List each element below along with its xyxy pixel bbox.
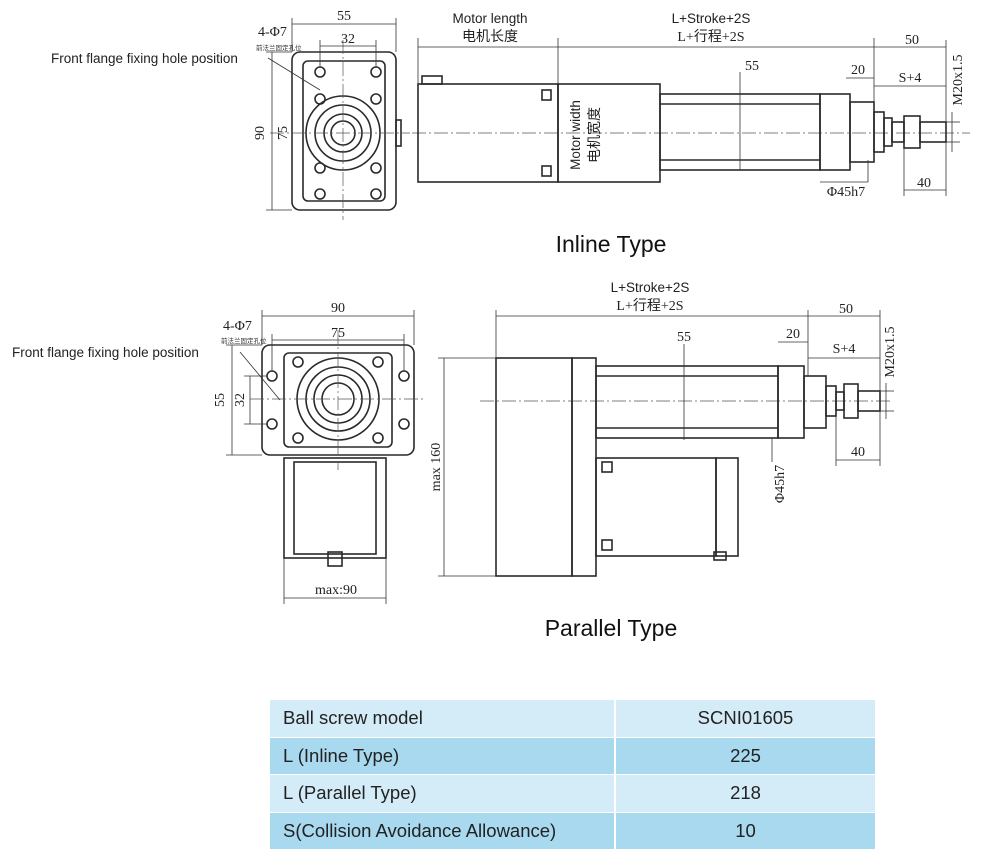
- inline-dim-32: 32: [341, 32, 355, 47]
- table-cell-value: SCNI01605: [615, 700, 875, 738]
- inline-hole-note-cn: 前法兰固定孔位: [256, 43, 302, 52]
- inline-type-title: Inline Type: [556, 231, 667, 257]
- parallel-dim-75: 75: [331, 326, 345, 341]
- inline-dim-55: 55: [337, 9, 351, 24]
- parallel-dim-90: 90: [331, 301, 345, 316]
- parallel-dim-50: 50: [839, 302, 853, 317]
- parallel-hole-note: Front flange fixing hole position: [12, 345, 199, 360]
- parallel-front-view: [226, 310, 425, 604]
- inline-s-plus-4: S+4: [899, 71, 922, 86]
- inline-dim-50: 50: [905, 33, 919, 48]
- parallel-dim-20: 20: [786, 327, 800, 342]
- inline-dim-75: 75: [276, 126, 291, 140]
- parallel-type-title: Parallel Type: [545, 615, 678, 641]
- parallel-dim-rod: 55: [677, 330, 691, 345]
- inline-flange-front-view: [266, 18, 410, 220]
- table-cell-label: S(Collision Avoidance Allowance): [270, 812, 616, 850]
- inline-motor-length: Motor length: [452, 11, 527, 26]
- inline-motor-length-cn: 电机长度: [462, 29, 518, 45]
- inline-thread: M20x1.5: [951, 55, 966, 106]
- table-cell-label: Ball screw model: [270, 700, 616, 738]
- parallel-dim-40: 40: [851, 445, 865, 460]
- table-row: S(Collision Avoidance Allowance) 10: [270, 812, 875, 850]
- parallel-thread: M20x1.5: [883, 327, 898, 378]
- inline-labels: 55 32 4-Φ7 Front flange fixing hole posi…: [51, 9, 966, 257]
- table-cell-value: 10: [615, 812, 875, 850]
- inline-stroke-label: L+Stroke+2S: [672, 11, 751, 26]
- table-cell-label: L (Inline Type): [270, 737, 616, 775]
- parallel-stroke-label: L+Stroke+2S: [611, 280, 690, 295]
- parallel-s-plus-4: S+4: [833, 342, 856, 357]
- inline-hole-spec: 4-Φ7: [258, 25, 287, 40]
- table-row: L (Inline Type) 225: [270, 737, 875, 775]
- parallel-hole-note-cn: 前法兰固定孔位: [221, 336, 267, 345]
- parallel-hole-spec: 4-Φ7: [223, 319, 252, 334]
- parallel-max-90: max:90: [315, 583, 357, 598]
- parallel-stroke-label-cn: L+行程+2S: [616, 298, 683, 314]
- inline-dim-rod: 55: [745, 59, 759, 74]
- inline-dim-90: 90: [253, 126, 268, 140]
- table-cell-value: 218: [615, 774, 875, 813]
- inline-motor-width: Motor width: [568, 100, 583, 170]
- spec-table: Ball screw model SCNI01605 L (Inline Typ…: [270, 700, 875, 850]
- parallel-side-view: [438, 310, 894, 577]
- inline-side-view: [412, 38, 970, 196]
- inline-dim-20: 20: [851, 63, 865, 78]
- table-row: Ball screw model SCNI01605: [270, 700, 875, 738]
- parallel-dim-32: 32: [233, 393, 248, 407]
- table-cell-label: L (Parallel Type): [270, 774, 616, 813]
- parallel-labels: 90 75 4-Φ7 Front flange fixing hole posi…: [12, 280, 898, 641]
- table-row: L (Parallel Type) 218: [270, 774, 875, 813]
- inline-motor-width-cn: 电机宽度: [586, 107, 603, 163]
- inline-hole-note: Front flange fixing hole position: [51, 51, 238, 66]
- inline-dim-40: 40: [917, 176, 931, 191]
- parallel-dim-55: 55: [213, 393, 228, 407]
- technical-drawing: 55 32 4-Φ7 Front flange fixing hole posi…: [12, 9, 970, 641]
- inline-rod-diameter: Φ45h7: [827, 185, 865, 200]
- parallel-rod-diameter: Φ45h7: [773, 465, 788, 503]
- table-cell-value: 225: [615, 737, 875, 775]
- parallel-max-160: max 160: [429, 443, 444, 492]
- inline-stroke-label-cn: L+行程+2S: [677, 29, 744, 45]
